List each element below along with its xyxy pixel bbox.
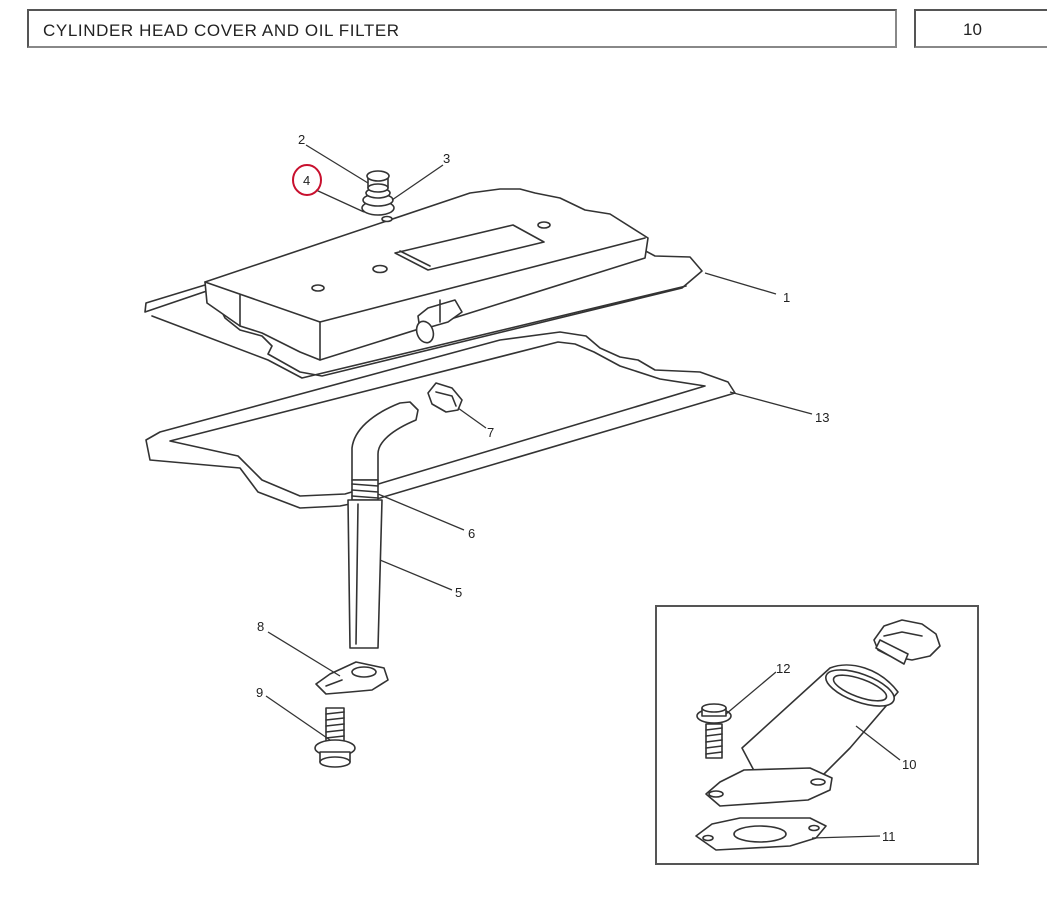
callout-8: 8 [257, 619, 264, 634]
leader-7 [457, 407, 487, 429]
gasket [145, 331, 736, 509]
callout-4: 4 [303, 173, 310, 188]
title-box: CYLINDER HEAD COVER AND OIL FILTER [27, 9, 897, 48]
hose-clip [427, 382, 463, 413]
callout-5: 5 [455, 585, 462, 600]
leader-1 [704, 272, 777, 295]
leader-11 [811, 835, 881, 839]
page-number: 10 [963, 20, 982, 39]
leader-12 [725, 671, 777, 715]
leader-lines [265, 144, 901, 839]
bracket [315, 661, 389, 695]
callout-1: 1 [783, 290, 790, 305]
callout-12: 12 [776, 661, 790, 676]
callout-7: 7 [487, 425, 494, 440]
callout-13: 13 [815, 410, 829, 425]
leader-3 [391, 164, 444, 201]
callout-6: 6 [468, 526, 475, 541]
page-title: CYLINDER HEAD COVER AND OIL FILTER [43, 21, 400, 40]
leader-4 [315, 189, 365, 213]
leader-9 [265, 695, 331, 741]
callout-3: 3 [443, 151, 450, 166]
leader-6 [377, 493, 465, 531]
callout-2: 2 [298, 132, 305, 147]
leader-10 [855, 725, 901, 761]
leader-13 [729, 391, 813, 415]
callout-11: 11 [882, 829, 896, 844]
highlight-ring [292, 164, 322, 196]
leader-5 [379, 559, 453, 591]
page-number-box: 10 [914, 9, 1047, 48]
breather-hose [351, 401, 419, 481]
callout-9: 9 [256, 685, 263, 700]
screw-and-washers [361, 170, 395, 216]
spring [351, 479, 379, 501]
leader-8 [267, 631, 341, 677]
oil-filler-inset [655, 605, 979, 865]
cylinder-head-cover [144, 188, 703, 379]
callout-labels: 2 3 4 1 13 7 6 5 8 9 12 10 11 [256, 132, 916, 844]
leader-2 [305, 144, 369, 184]
flange-bolt [314, 707, 356, 768]
callout-10: 10 [902, 757, 916, 772]
tube [347, 499, 383, 649]
